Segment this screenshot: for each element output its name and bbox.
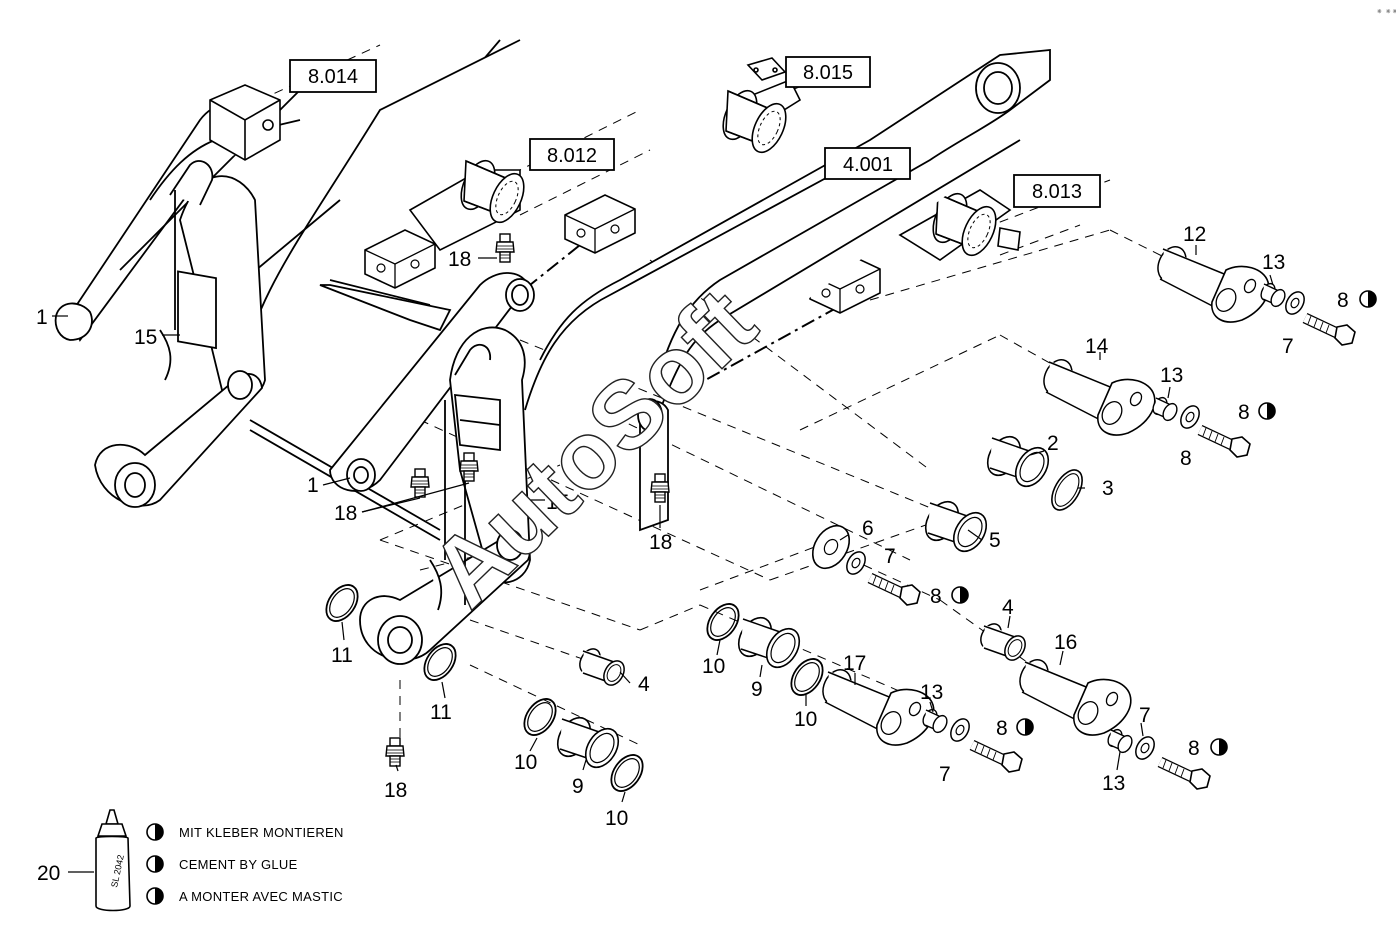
callout-8b: 8 xyxy=(1238,401,1250,424)
legend: MIT KLEBER MONTIEREN CEMENT BY GLUE A MO… xyxy=(146,823,344,905)
callout-13b: 13 xyxy=(1160,364,1183,387)
callout-numbers: 1 15 1 18 18 15 18 12 13 8 7 14 13 8 8 2… xyxy=(36,223,1349,885)
ref-box-8014: 8.014 xyxy=(289,59,377,93)
callout-10b: 10 xyxy=(794,708,817,731)
glue-tube: SL 2042 xyxy=(95,809,131,912)
callout-6: 6 xyxy=(862,517,874,540)
callout-9a: 9 xyxy=(751,678,763,701)
callout-1a: 1 xyxy=(36,306,48,329)
callout-4a: 4 xyxy=(1002,596,1014,619)
callout-7d: 7 xyxy=(1139,704,1151,727)
callout-10a: 10 xyxy=(702,655,725,678)
callout-18d: 18 xyxy=(384,779,407,802)
lift-arm-front xyxy=(329,272,535,665)
callout-7b: 7 xyxy=(884,545,896,568)
callout-16: 16 xyxy=(1054,631,1077,654)
corner-mark: ⁕ ⁕⁕⁕ xyxy=(1376,7,1396,16)
callout-11b: 11 xyxy=(430,701,452,724)
callout-8f: 8 xyxy=(1188,737,1200,760)
callout-3: 3 xyxy=(1102,477,1114,500)
callout-11a: 11 xyxy=(331,644,353,667)
seals-bushings xyxy=(318,429,1083,798)
svg-text:CEMENT BY GLUE: CEMENT BY GLUE xyxy=(179,857,298,872)
legend-row-de: MIT KLEBER MONTIEREN xyxy=(146,823,344,841)
callout-18b: 18 xyxy=(334,502,357,525)
callout-18a: 18 xyxy=(448,248,471,271)
svg-text:8.014: 8.014 xyxy=(308,66,358,88)
hydraulic-cylinders xyxy=(209,57,1021,314)
ref-box-8012: 8.012 xyxy=(529,138,615,171)
legend-row-fr: A MONTER AVEC MASTIC xyxy=(146,887,343,905)
callout-10c: 10 xyxy=(514,751,537,774)
callout-17: 17 xyxy=(843,652,866,675)
glue-symbols xyxy=(951,290,1377,756)
callout-9b: 9 xyxy=(572,775,584,798)
callout-8a: 8 xyxy=(1337,289,1349,312)
callout-13c: 13 xyxy=(920,681,943,704)
lift-arm-rear xyxy=(54,39,521,541)
callout-15b: 15 xyxy=(546,491,569,514)
svg-text:4.001: 4.001 xyxy=(843,154,893,176)
leader-lines xyxy=(52,245,1274,873)
cross-tube xyxy=(319,279,452,332)
svg-text:8.015: 8.015 xyxy=(803,62,853,84)
callout-12: 12 xyxy=(1183,223,1206,246)
callout-10d: 10 xyxy=(605,807,628,830)
reference-boxes: 8.014 8.015 8.012 4.001 8.013 xyxy=(289,56,1101,208)
callout-20: 20 xyxy=(37,862,60,885)
ref-box-8015: 8.015 xyxy=(785,56,871,88)
callout-7c: 7 xyxy=(939,763,951,786)
pins-fasteners xyxy=(811,241,1355,789)
callout-13d: 13 xyxy=(1102,772,1125,795)
ref-box-8013: 8.013 xyxy=(1013,174,1101,208)
callout-1b: 1 xyxy=(307,474,319,497)
callout-5: 5 xyxy=(989,529,1001,552)
svg-text:MIT KLEBER MONTIEREN: MIT KLEBER MONTIEREN xyxy=(179,825,344,840)
ref-box-4001: 4.001 xyxy=(824,147,911,180)
callout-15a: 15 xyxy=(134,326,157,349)
callout-14: 14 xyxy=(1085,335,1109,358)
svg-text:8.012: 8.012 xyxy=(547,145,597,167)
callout-8e: 8 xyxy=(996,717,1008,740)
main-boom xyxy=(524,49,1051,532)
callout-13a: 13 xyxy=(1262,251,1285,274)
callout-7a: 7 xyxy=(1282,335,1294,358)
svg-text:8.013: 8.013 xyxy=(1032,181,1082,203)
callout-8d: 8 xyxy=(930,585,942,608)
legend-row-en: CEMENT BY GLUE xyxy=(146,855,298,873)
callout-18c: 18 xyxy=(649,531,672,554)
callout-2: 2 xyxy=(1047,432,1059,455)
svg-text:A MONTER AVEC MASTIC: A MONTER AVEC MASTIC xyxy=(179,889,343,904)
callout-8c: 8 xyxy=(1180,447,1192,470)
callout-4b: 4 xyxy=(638,673,650,696)
